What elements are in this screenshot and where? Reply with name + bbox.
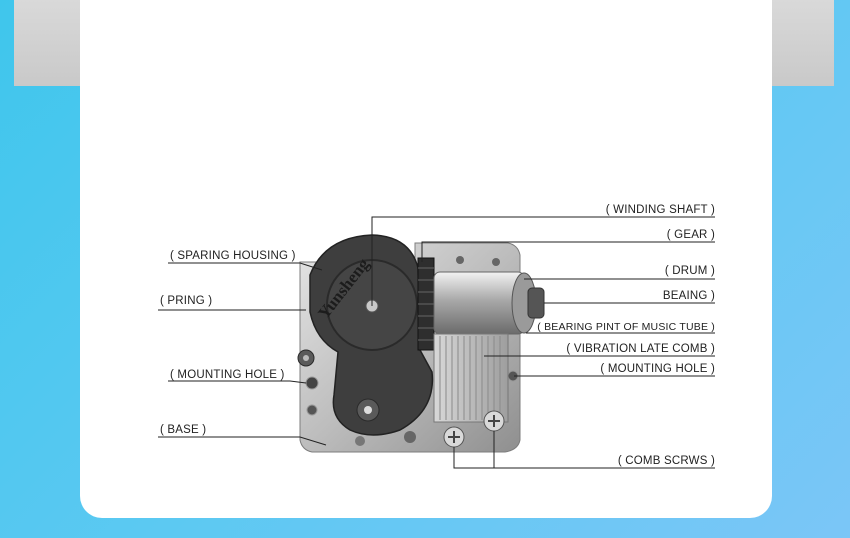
mounting-hole <box>305 376 319 390</box>
bearing <box>527 287 545 319</box>
housing-screw-center <box>303 355 309 361</box>
mounting-hole <box>404 431 416 443</box>
label-winding-shaft: ( WINDING SHAFT ) <box>606 204 715 216</box>
housing-lever-center <box>364 406 372 414</box>
label-pring: ( PRING ) <box>160 295 212 307</box>
label-bearing-pint: ( BEARING PINT OF MUSIC TUBE ) <box>537 321 715 333</box>
leader-lines-right <box>371 216 715 469</box>
label-gear: ( GEAR ) <box>667 229 715 241</box>
label-vibration-comb: ( VIBRATION LATE COMB ) <box>566 343 715 355</box>
label-comb-screws: ( COMB SCRWS ) <box>618 455 715 467</box>
mounting-hole <box>492 258 500 266</box>
label-drum: ( DRUM ) <box>665 265 715 277</box>
mounting-hole <box>456 256 464 264</box>
right-gray-band <box>770 0 834 86</box>
label-mounting-hole-left: ( MOUNTING HOLE ) <box>170 369 285 381</box>
label-sparing-housing: ( SPARING HOUSING ) <box>170 250 296 262</box>
vibration-comb <box>433 333 509 423</box>
label-mounting-hole-right: ( MOUNTING HOLE ) <box>600 363 715 375</box>
left-gray-band <box>14 0 80 86</box>
drum <box>433 271 525 335</box>
screw-cross-icon <box>488 415 500 427</box>
mounting-hole <box>306 404 318 416</box>
label-bearing: BEAING ) <box>663 290 715 302</box>
label-base: ( BASE ) <box>160 424 206 436</box>
screw-cross-icon <box>448 431 460 443</box>
leader-lines-left <box>158 262 327 446</box>
mounting-hole <box>355 436 365 446</box>
